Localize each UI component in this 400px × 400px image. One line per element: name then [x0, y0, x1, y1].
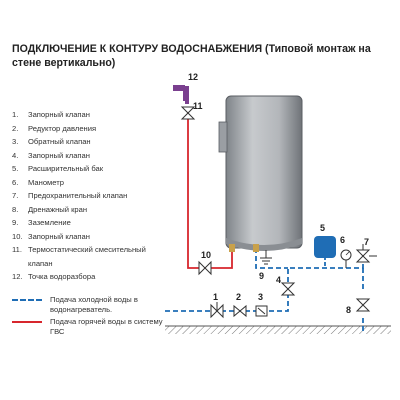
legend-item: 1.Запорный клапан [12, 110, 90, 119]
legend-item: 3.Обратный клапан [12, 137, 91, 146]
cold-line-sample [12, 299, 42, 301]
hot-line-label: Подача горячей воды в систему ГВС [50, 317, 163, 336]
safety-valve-icon [355, 244, 377, 263]
legend-item: 11.Термостатический смесительный клапан [12, 245, 146, 268]
cold-water-line [165, 248, 364, 334]
check-valve-icon [255, 305, 268, 317]
cold-line-label: Подача холодной воды в водонагреватель. [50, 295, 138, 314]
callout-11: 11 [193, 101, 203, 111]
callout-10: 10 [201, 250, 211, 260]
callout-4: 4 [276, 275, 281, 285]
mixing-valve-icon [180, 106, 196, 120]
legend-item: 4.Запорный клапан [12, 150, 90, 160]
heater-connections [229, 244, 259, 252]
legend-item: 2.Редуктор давления [12, 123, 97, 133]
hot-line-sample [12, 321, 42, 323]
water-heater-tank [218, 95, 303, 251]
legend-item: 5.Расширительный бак [12, 164, 104, 173]
diagram-title: ПОДКЛЮЧЕНИЕ К КОНТУРУ ВОДОСНАБЖЕНИЯ (Тип… [12, 43, 371, 69]
callout-1: 1 [213, 292, 218, 302]
pressure-reducer-icon [233, 304, 247, 318]
shutoff-valve-1-icon [210, 302, 224, 319]
callout-8: 8 [346, 305, 351, 315]
legend-item: 6.Манометр [12, 177, 64, 187]
legend-item: 9.Заземление [12, 218, 71, 227]
faucet-icon [173, 85, 189, 104]
shutoff-valve-10-icon [198, 260, 212, 276]
legend-item: 8.Дренажный кран [12, 204, 88, 214]
legend-item: 12.Точка водоразбора [12, 272, 96, 281]
callout-7: 7 [364, 237, 369, 247]
legend-item: 7.Предохранительный клапан [12, 191, 128, 200]
callout-3: 3 [258, 292, 263, 302]
expansion-tank-icon [314, 236, 336, 268]
pressure-gauge-icon [340, 249, 352, 268]
component-legend: 1.Запорный клапан 2.Редуктор давления 3.… [12, 108, 162, 284]
callout-9: 9 [259, 271, 264, 281]
legend-item: 10.Запорный клапан [12, 231, 90, 241]
callout-2: 2 [236, 292, 241, 302]
drain-valve-icon [355, 298, 371, 312]
callout-12: 12 [188, 72, 198, 82]
callout-6: 6 [340, 235, 345, 245]
shutoff-valve-4-icon [280, 282, 296, 296]
floor [165, 325, 391, 334]
callout-5: 5 [320, 223, 325, 233]
ground-icon [260, 250, 272, 265]
